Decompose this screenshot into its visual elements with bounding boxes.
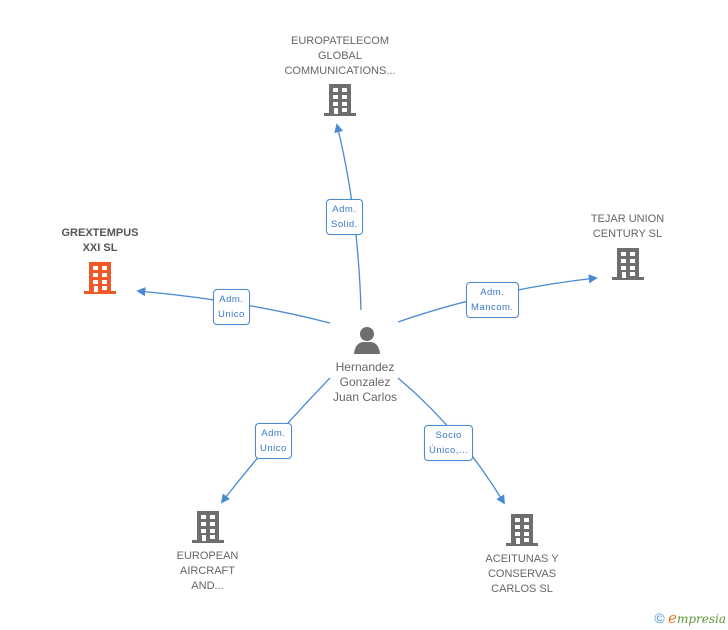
copyright-icon: © [654,610,665,626]
role-text: Adm. [332,204,357,215]
building-icon [611,247,644,286]
footer-brand: © empresia [654,609,726,627]
building-icon [84,261,116,300]
role-text: Unico [260,443,287,454]
company-name: AND... [191,580,224,592]
company-name: CENTURY SL [592,228,663,240]
building-icon [324,83,356,122]
role-text: Adm. [480,287,505,298]
company-node-european-aircraft[interactable]: EUROPEAN AIRCRAFT AND... [150,510,265,594]
company-name: GLOBAL [317,50,363,62]
brand-initial: e [668,609,677,627]
company-name: TEJAR UNION [590,213,665,225]
role-text: Unico [218,309,245,320]
role-badge-tejar: Adm. Mancom. [466,282,519,318]
person-name-line: Gonzalez [339,375,391,389]
role-badge-aceitunas: Socio Único,... [424,425,474,461]
role-text: Socio [435,430,462,441]
company-name: XXI SL [82,242,118,254]
brand-logo[interactable]: empresia [668,609,726,627]
building-icon [506,513,538,552]
person-name-line: Juan Carlos [332,390,398,404]
company-node-grextempus[interactable]: GREXTEMPUS XXI SL [40,226,160,300]
company-name: AIRCRAFT [180,565,235,577]
role-text: Adm. [261,428,286,439]
company-name: EUROPATELECOM [291,35,389,47]
company-node-europatelecom[interactable]: EUROPATELECOM GLOBAL COMMUNICATIONS... [270,34,410,122]
role-text: Adm. [219,294,244,305]
brand-name: mpresia [676,612,726,626]
company-node-tejar[interactable]: TEJAR UNION CENTURY SL [570,212,685,286]
company-name: COMMUNICATIONS... [284,65,396,77]
company-node-aceitunas[interactable]: ACEITUNAS Y CONSERVAS CARLOS SL [462,513,582,597]
role-text: Único,... [429,445,469,456]
role-badge-europatelecom: Adm. Solid. [326,199,363,235]
role-badge-grextempus: Adm. Unico [213,289,250,325]
role-badge-european-aircraft: Adm. Unico [255,423,292,459]
person-name[interactable]: Hernandez Gonzalez Juan Carlos [315,360,415,405]
company-name: CONSERVAS [487,568,557,580]
company-name: ACEITUNAS Y [485,553,559,565]
company-name: CARLOS SL [491,583,553,595]
person-icon[interactable] [352,325,382,355]
person-name-line: Hernandez [335,360,395,374]
company-name: GREXTEMPUS [61,227,139,239]
role-text: Mancom. [471,302,514,313]
company-name: EUROPEAN [176,550,239,562]
building-icon [191,510,224,549]
role-text: Solid. [331,219,358,230]
